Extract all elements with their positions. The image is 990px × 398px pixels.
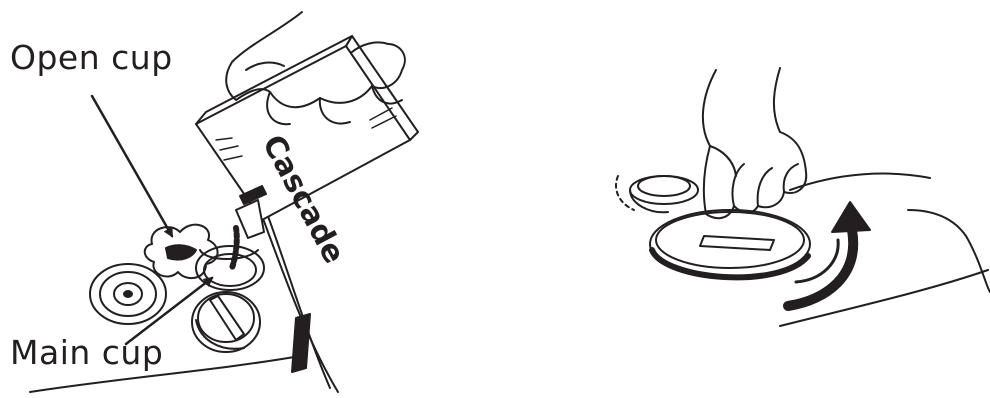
closing-cover-illustration bbox=[616, 68, 990, 326]
right-door-corner bbox=[908, 210, 990, 292]
detergent-box-icon: Cascade bbox=[196, 36, 418, 269]
open-cup-arrow bbox=[92, 96, 172, 236]
cup-cover-icon bbox=[650, 210, 810, 278]
panel-bottom-edge bbox=[30, 356, 300, 392]
flipped-lid-icon bbox=[616, 176, 698, 212]
right-hand-icon bbox=[703, 68, 806, 218]
main-cup-icon bbox=[192, 246, 264, 352]
filling-detergent-illustration: Cascade bbox=[30, 12, 418, 392]
door-latch-icon bbox=[292, 314, 310, 372]
detergent-stream bbox=[232, 228, 237, 268]
right-door-edge bbox=[790, 174, 930, 190]
rinse-aid-cap-icon bbox=[90, 264, 166, 324]
rotation-arrow-icon bbox=[788, 202, 870, 306]
